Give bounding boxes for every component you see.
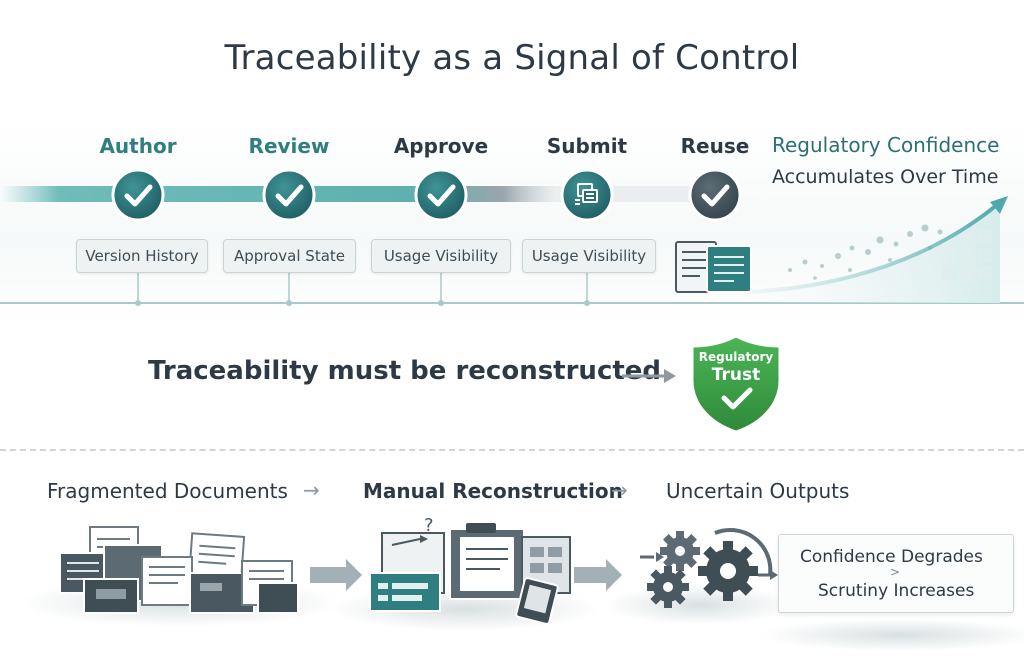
check-icon bbox=[124, 184, 153, 207]
confidence-dots bbox=[788, 224, 943, 280]
stage-label-approve: Approve bbox=[393, 134, 489, 158]
shield-icon bbox=[690, 334, 782, 434]
stage-label-review: Review bbox=[248, 134, 330, 158]
chip-usage-visibility-submit: Usage Visibility bbox=[522, 239, 656, 273]
outcome-box bbox=[778, 534, 1014, 613]
stage-circle-author bbox=[111, 168, 165, 222]
confidence-subtitle: Accumulates Over Time bbox=[772, 166, 999, 188]
page-title: Traceability as a Signal of Control bbox=[224, 38, 800, 78]
outcome-confidence-degrades: Confidence Degrades bbox=[800, 547, 983, 567]
manual-reconstruction-icon: ? bbox=[369, 515, 571, 625]
outcome-caret-icon: > bbox=[890, 565, 901, 579]
stage-label-reuse: Reuse bbox=[680, 134, 750, 158]
confidence-title: Regulatory Confidence bbox=[772, 133, 1000, 157]
stage-label-author: Author bbox=[99, 134, 177, 158]
stage-circle-approve bbox=[414, 168, 468, 222]
arrow-right-icon bbox=[574, 559, 622, 591]
stacked-documents-icon bbox=[575, 183, 598, 205]
confidence-area bbox=[745, 202, 1000, 303]
check-icon bbox=[721, 387, 753, 410]
flow-step-uncertain: Uncertain Outputs bbox=[666, 479, 850, 503]
check-icon bbox=[427, 184, 456, 207]
chip-usage-visibility-approve: Usage Visibility bbox=[371, 239, 511, 273]
check-icon bbox=[275, 184, 304, 207]
stage-circle-review bbox=[262, 168, 316, 222]
stage-circle-submit bbox=[560, 168, 614, 222]
badge-line1: Regulatory bbox=[698, 350, 774, 364]
flow-arrow-2: → bbox=[611, 478, 628, 502]
flow-arrow-1: → bbox=[303, 478, 320, 502]
arrow-head bbox=[990, 196, 1008, 214]
confidence-grid bbox=[942, 230, 992, 280]
flow-step-fragmented: Fragmented Documents bbox=[47, 479, 288, 503]
check-icon bbox=[701, 184, 730, 207]
chip-approval-state: Approval State bbox=[223, 239, 356, 273]
flow-step-manual: Manual Reconstruction bbox=[363, 479, 623, 503]
badge-line2: Trust bbox=[711, 365, 761, 385]
arrow-right-icon bbox=[310, 559, 362, 591]
trust-badge: Regulatory Trust bbox=[690, 334, 782, 434]
stage-label-submit: Submit bbox=[546, 134, 628, 158]
lower-illustrations: ? bbox=[20, 515, 1024, 651]
fragmented-documents-icon bbox=[59, 526, 299, 614]
section-divider bbox=[0, 449, 1024, 451]
arrow-right-icon bbox=[622, 369, 676, 383]
question-mark-icon: ? bbox=[424, 515, 434, 536]
outcome-scrutiny-increases: Scrutiny Increases bbox=[818, 581, 975, 601]
timeline-graphic bbox=[0, 168, 1024, 306]
timeline-bar bbox=[0, 186, 740, 202]
chip-version-history: Version History bbox=[76, 239, 208, 273]
stage-circle-reuse bbox=[688, 168, 742, 222]
documents-icon bbox=[675, 241, 752, 293]
confidence-arrow bbox=[744, 202, 1000, 294]
reconstruct-statement: Traceability must be reconstructed bbox=[148, 356, 662, 386]
